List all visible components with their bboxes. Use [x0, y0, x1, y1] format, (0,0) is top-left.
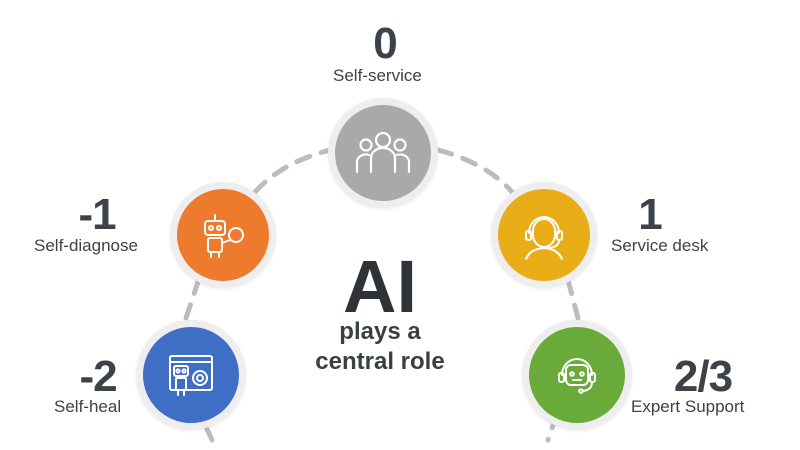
- center-subtitle: plays a central role: [315, 318, 445, 375]
- level-number-service-desk: 1: [638, 190, 662, 239]
- node-service-desk: [491, 182, 597, 288]
- level-label-self-service: Self-service: [333, 66, 422, 85]
- level-label-self-heal: Self-heal: [54, 397, 122, 416]
- robot-search-icon: [197, 209, 249, 261]
- node-self-diagnose: [170, 182, 276, 288]
- level-label-self-diagnose: Self-diagnose: [34, 236, 138, 255]
- node-expert-support: [522, 320, 632, 430]
- level-number-self-diagnose: -1: [78, 190, 116, 239]
- node-expert-support-core: [529, 327, 625, 423]
- node-self-service-core: [335, 105, 431, 201]
- headset-agent-icon: [518, 209, 570, 261]
- center-title: AI: [343, 245, 417, 328]
- connector-segment: [565, 277, 581, 321]
- node-self-service: [328, 98, 438, 208]
- group-icon: [354, 128, 412, 178]
- node-service-desk-core: [498, 189, 590, 281]
- level-label-expert-support: Expert Support: [631, 397, 745, 416]
- level-number-expert-support: 2/3: [673, 352, 733, 401]
- node-self-diagnose-core: [177, 189, 269, 281]
- node-self-heal-core: [143, 327, 239, 423]
- connector-segment: [435, 147, 515, 195]
- node-self-heal: [136, 320, 246, 430]
- level-number-self-heal: -2: [79, 352, 117, 401]
- connector-segment: [183, 279, 201, 321]
- connector-segment: [252, 147, 333, 195]
- headset-robot-icon: [551, 349, 603, 401]
- level-number-self-service: 0: [373, 19, 397, 68]
- level-label-service-desk: Service desk: [611, 236, 709, 255]
- robot-scan-icon: [164, 348, 218, 402]
